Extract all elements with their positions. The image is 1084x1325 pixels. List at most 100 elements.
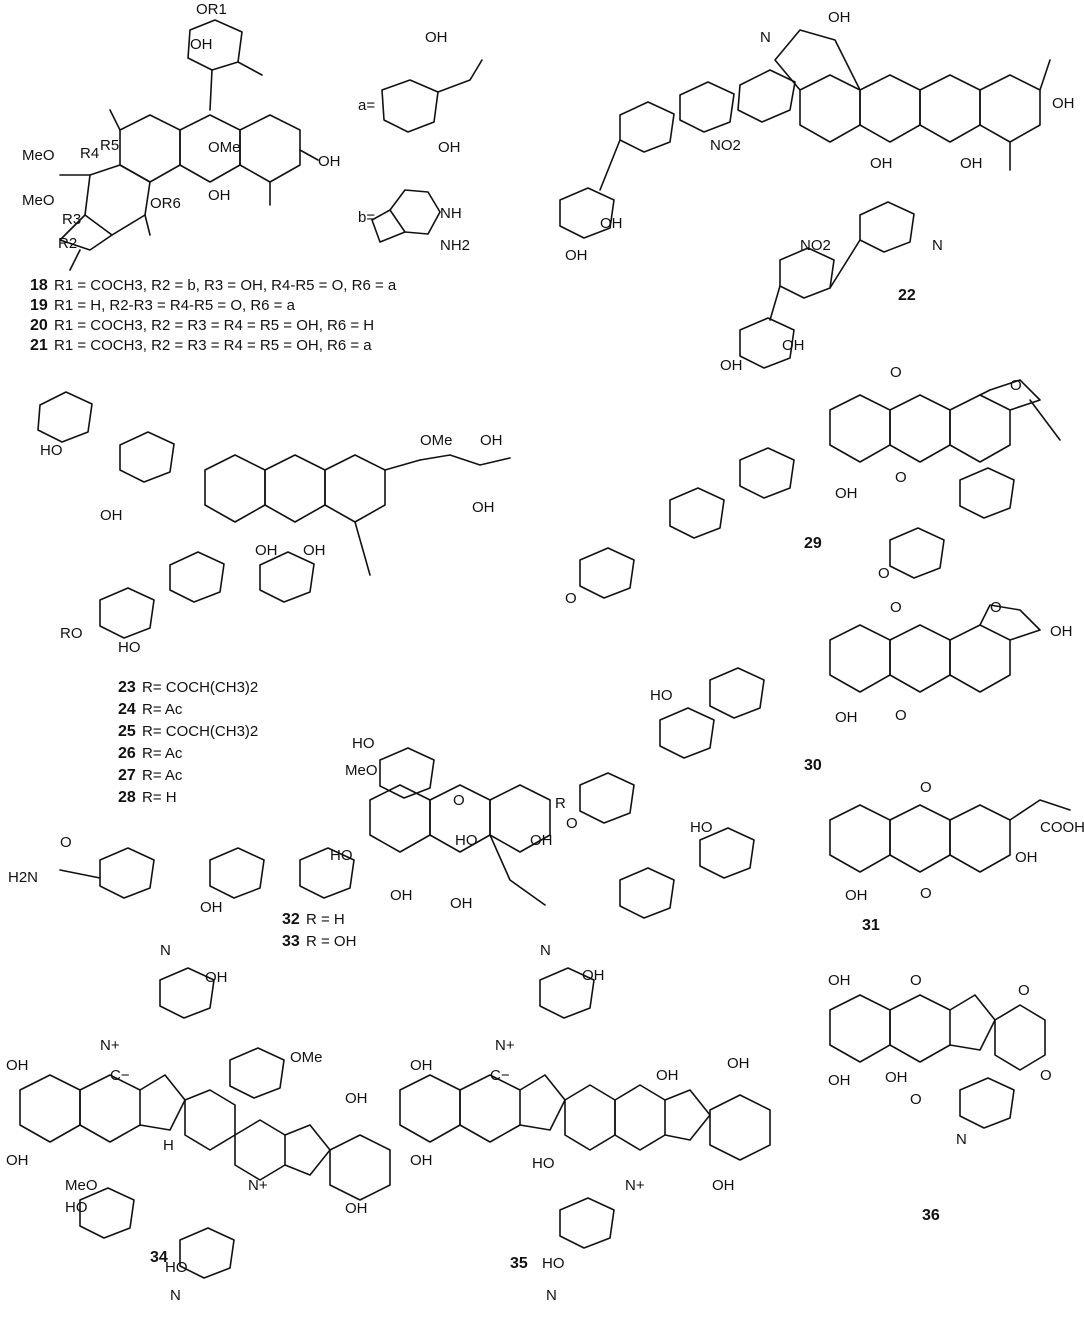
svg-text:R= COCH(CH3)2: R= COCH(CH3)2 xyxy=(142,723,258,740)
structure-32-33 xyxy=(59,747,551,906)
svg-text:R1 = COCH3, R2 = R3 = R4 = R5: R1 = COCH3, R2 = R3 = R4 = R5 = OH, R6 =… xyxy=(54,317,374,334)
svg-text:R= Ac: R= Ac xyxy=(142,745,183,762)
label-oh: OH xyxy=(530,832,553,849)
label-oh: OH xyxy=(870,155,893,172)
label-oh: OH xyxy=(255,542,278,559)
svg-text:R1 = H, R2-R3 = R4-R5 = O, R6: R1 = H, R2-R3 = R4-R5 = O, R6 = a xyxy=(54,297,296,314)
label-or6: OR6 xyxy=(150,195,181,212)
label-n: N xyxy=(546,1287,557,1304)
svg-text:R= COCH(CH3)2: R= COCH(CH3)2 xyxy=(142,679,258,696)
label-oh: OH xyxy=(345,1090,368,1107)
label-h2n: H2N xyxy=(8,869,38,886)
label-oh: OH xyxy=(835,485,858,502)
label-ho: HO xyxy=(532,1155,555,1172)
svg-text:23: 23 xyxy=(118,679,136,696)
label-oh: OH xyxy=(208,187,231,204)
label-o: O xyxy=(890,599,902,616)
structure-18-21 xyxy=(59,19,319,271)
label-oh: OH xyxy=(100,507,123,524)
label-oh: OH xyxy=(450,895,473,912)
label-c-minus: C− xyxy=(490,1067,510,1084)
label-ho: HO xyxy=(455,832,478,849)
label-oh: OH xyxy=(6,1057,29,1074)
label-o: O xyxy=(895,469,907,486)
compound-number-30: 30 xyxy=(804,757,822,774)
label-o: O xyxy=(1040,1067,1052,1084)
label-oh: OH xyxy=(410,1057,433,1074)
label-o: O xyxy=(1010,377,1022,394)
label-n: N xyxy=(956,1131,967,1148)
label-oh: OH xyxy=(712,1177,735,1194)
svg-text:R1 = COCH3, R2 = b, R3 = OH, R: R1 = COCH3, R2 = b, R3 = OH, R4-R5 = O, … xyxy=(54,277,397,294)
label-n: N xyxy=(160,942,171,959)
label-r3: R3 xyxy=(62,211,81,228)
label-oh: OH xyxy=(828,972,851,989)
label-r2: R2 xyxy=(58,235,77,252)
label-oh: OH xyxy=(1052,95,1075,112)
label-oh: OH xyxy=(828,1072,851,1089)
structure-31 xyxy=(619,799,1071,919)
label-oh: OH xyxy=(828,9,851,26)
label-n: N xyxy=(540,942,551,959)
svg-text:R = OH: R = OH xyxy=(306,933,356,950)
label-oh: OH xyxy=(656,1067,679,1084)
label-n2plus: N+ xyxy=(495,1037,515,1054)
label-oh: OH xyxy=(190,36,213,53)
label-oh: OH xyxy=(782,337,805,354)
label-oh: OH xyxy=(1050,623,1073,640)
svg-text:19: 19 xyxy=(30,297,48,314)
label-n2plus: N+ xyxy=(100,1037,120,1054)
key-a: a= xyxy=(358,97,375,114)
label-ro: RO xyxy=(60,625,83,642)
label-h: H xyxy=(163,1137,174,1154)
label-ho: HO xyxy=(542,1255,565,1272)
label-oh: OH xyxy=(720,357,743,374)
svg-text:20: 20 xyxy=(30,317,48,334)
label-n2plus: N+ xyxy=(625,1177,645,1194)
label-ho: HO xyxy=(650,687,673,704)
structure-29 xyxy=(579,379,1061,599)
svg-text:R= Ac: R= Ac xyxy=(142,767,183,784)
label-oh: OH xyxy=(582,967,605,984)
label-oh: OH xyxy=(410,1152,433,1169)
label-oh: OH xyxy=(6,1152,29,1169)
label-oh: OH xyxy=(480,432,503,449)
label-oh: OH xyxy=(565,247,588,264)
label-oh: OH xyxy=(845,887,868,904)
svg-text:R= Ac: R= Ac xyxy=(142,701,183,718)
svg-text:21: 21 xyxy=(30,337,48,354)
label-cooh: COOH xyxy=(1040,819,1084,836)
label-oh: OH xyxy=(960,155,983,172)
svg-text:33: 33 xyxy=(282,933,300,950)
svg-text:R= H: R= H xyxy=(142,789,177,806)
structure-23-28 xyxy=(37,391,511,639)
label-oh: OH xyxy=(600,215,623,232)
label-oh: OH xyxy=(425,29,448,46)
label-ome: OMe xyxy=(208,139,241,156)
svg-text:27: 27 xyxy=(118,767,136,784)
compound-number-36: 36 xyxy=(922,1207,940,1224)
label-r5: R5 xyxy=(100,137,119,154)
captions-23-28: 23 R= COCH(CH3)2 24 R= Ac 25 R= COCH(CH3… xyxy=(118,679,258,806)
label-oh: OH xyxy=(438,139,461,156)
label-meo: MeO xyxy=(65,1177,98,1194)
substituent-a-b xyxy=(371,59,483,243)
svg-text:24: 24 xyxy=(118,701,136,718)
key-b: b= xyxy=(358,209,375,226)
label-oh: OH xyxy=(727,1055,750,1072)
label-r4: R4 xyxy=(80,145,99,162)
label-ho: HO xyxy=(352,735,375,752)
structure-30 xyxy=(579,604,1041,824)
label-o: O xyxy=(920,885,932,902)
label-oh: OH xyxy=(472,499,495,516)
label-o: O xyxy=(920,779,932,796)
label-oh: OH xyxy=(835,709,858,726)
structure-34 xyxy=(19,967,391,1279)
label-n: N xyxy=(170,1287,181,1304)
label-o: O xyxy=(453,792,465,809)
label-oh: OH xyxy=(318,153,341,170)
label-ho: HO xyxy=(165,1259,188,1276)
label-oh: OH xyxy=(885,1069,908,1086)
